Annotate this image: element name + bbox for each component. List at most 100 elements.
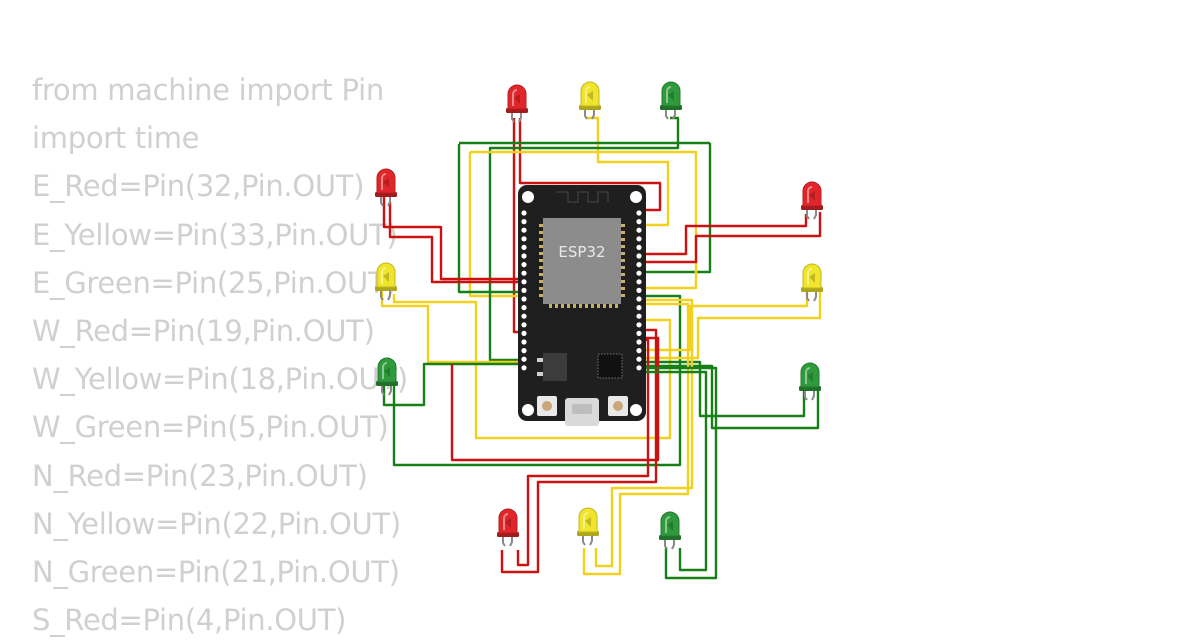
wire-red <box>643 212 822 264</box>
code-line: W_Yellow=Pin(18,Pin.OUT) <box>32 362 408 397</box>
usb-port-opening <box>572 404 592 414</box>
wire-red <box>382 196 521 281</box>
wire-green <box>643 360 806 418</box>
code-line: W_Green=Pin(5,Pin.OUT) <box>32 410 389 445</box>
led-south-green[interactable] <box>659 511 681 550</box>
wire-green <box>643 143 712 274</box>
led-north-red[interactable] <box>506 84 528 123</box>
code-line: E_Green=Pin(25,Pin.OUT) <box>32 265 397 300</box>
pin-hole <box>521 227 527 233</box>
module-pads <box>539 224 625 308</box>
pin-hole <box>521 322 527 328</box>
pin-hole <box>636 210 642 216</box>
wire-yellow <box>582 302 690 576</box>
esp32-module-shield <box>543 218 621 304</box>
wire-red <box>500 328 658 574</box>
wire-green <box>488 116 680 362</box>
code-line: N_Green=Pin(21,Pin.OUT) <box>32 554 400 589</box>
wire-yellow <box>594 298 694 568</box>
pin-hole <box>521 296 527 302</box>
wire-yellow <box>470 150 698 290</box>
en-button-cap[interactable] <box>613 401 623 411</box>
pin-hole <box>521 305 527 311</box>
wire-red <box>516 338 650 567</box>
wire-yellow <box>643 290 822 360</box>
led-north-yellow[interactable] <box>579 81 601 120</box>
mounting-hole <box>522 191 534 203</box>
code-line: E_Yellow=Pin(33,Pin.OUT) <box>32 217 398 252</box>
wire-green <box>457 144 521 294</box>
pin-hole <box>636 356 642 362</box>
pin-hole <box>521 287 527 293</box>
wire-green <box>643 366 718 580</box>
led-north-green[interactable] <box>660 81 682 120</box>
led-west-yellow[interactable] <box>375 262 397 301</box>
pin-hole <box>521 236 527 242</box>
pin-hole <box>636 322 642 328</box>
code-line: N_Red=Pin(23,Pin.OUT) <box>32 458 368 493</box>
pin-hole <box>636 244 642 250</box>
circuit-diagram[interactable]: ESP32 <box>0 0 1200 630</box>
wire-red <box>643 214 808 256</box>
wires <box>380 116 822 580</box>
pin-hole <box>521 339 527 345</box>
pin-hole <box>636 296 642 302</box>
pin-hole <box>521 270 527 276</box>
pin-hole <box>521 244 527 250</box>
pin-hole <box>521 210 527 216</box>
pin-hole <box>636 330 642 336</box>
pin-hole <box>521 253 527 259</box>
voltage-regulator <box>543 353 567 381</box>
led-east-red[interactable] <box>801 181 823 220</box>
pin-hole <box>636 262 642 268</box>
pin-hole <box>636 287 642 293</box>
wire-red <box>388 202 521 284</box>
pin-hole <box>521 313 527 319</box>
wire-yellow <box>586 116 670 227</box>
pin-hole <box>636 227 642 233</box>
led-east-yellow[interactable] <box>801 263 823 302</box>
code-line: import time <box>32 121 200 156</box>
pin-hole <box>636 236 642 242</box>
usb-chip <box>597 353 623 379</box>
leds[interactable] <box>375 81 823 550</box>
led-south-red[interactable] <box>497 508 519 547</box>
wire-green <box>382 362 521 407</box>
antenna-trace <box>556 191 609 203</box>
wire-yellow <box>392 294 672 440</box>
module-label: ESP32 <box>558 243 605 261</box>
pin-hole <box>521 348 527 354</box>
esp32-board[interactable]: ESP32 <box>518 185 646 426</box>
led-south-yellow[interactable] <box>577 507 599 546</box>
code-editor[interactable]: from machine import Pin import time E_Re… <box>32 66 408 644</box>
regulator-pin <box>537 358 543 362</box>
mounting-hole <box>522 404 534 416</box>
led-west-red[interactable] <box>375 168 397 207</box>
pin-hole <box>521 262 527 268</box>
led-west-green[interactable] <box>376 357 398 396</box>
pin-hole <box>636 270 642 276</box>
code-line: W_Red=Pin(19,Pin.OUT) <box>32 313 375 348</box>
led-east-green[interactable] <box>799 362 821 401</box>
code-line: N_Yellow=Pin(22,Pin.OUT) <box>32 506 401 541</box>
wire-green <box>392 294 682 467</box>
wire-yellow <box>468 152 521 298</box>
wire-red <box>518 118 662 212</box>
header-pins <box>521 210 642 371</box>
regulator-pin <box>537 372 543 376</box>
wire-green <box>643 370 708 572</box>
code-line: E_Red=Pin(32,Pin.OUT) <box>32 169 365 204</box>
pin-hole <box>521 279 527 285</box>
wire-red <box>450 336 660 462</box>
wire-yellow <box>643 292 809 352</box>
code-line: from machine import Pin <box>32 73 384 107</box>
mounting-hole <box>630 191 642 203</box>
pin-hole <box>636 339 642 345</box>
pin-hole <box>636 365 642 371</box>
boot-button-cap[interactable] <box>542 401 552 411</box>
wire-yellow <box>380 288 521 364</box>
pin-hole <box>636 279 642 285</box>
pin-hole <box>636 219 642 225</box>
pin-hole <box>521 365 527 371</box>
pin-hole <box>521 330 527 336</box>
